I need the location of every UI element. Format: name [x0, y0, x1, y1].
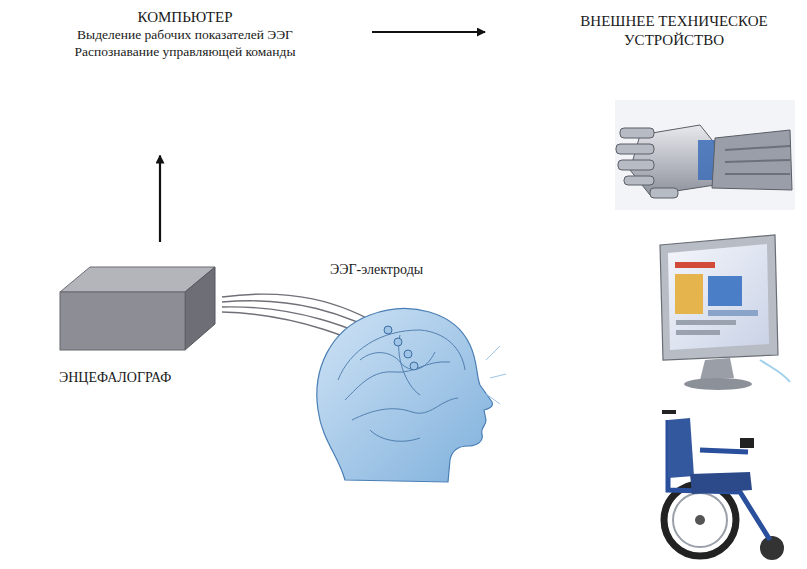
- node-heading: ЭНЦЕФАЛОГРАФ: [59, 369, 225, 387]
- node-heading: ВНЕШНЕЕ ТЕХНИЧЕСКОЕ УСТРОЙСТВО: [545, 12, 803, 50]
- computer-monitor: [660, 235, 790, 390]
- robotic-hand: [615, 100, 795, 210]
- box-side: [185, 267, 215, 350]
- head-figure: [317, 309, 506, 482]
- box-front: [60, 292, 185, 350]
- node-body: Распознавание управляющей команды: [20, 44, 350, 61]
- flow-arrow: [372, 31, 485, 33]
- encephalograph-box: ЭНЦЕФАЛОГРАФ: [55, 262, 225, 392]
- device-block: ВНЕШНЕЕ ТЕХНИЧЕСКОЕ УСТРОЙСТВО: [545, 12, 803, 50]
- wheelchair: [662, 412, 784, 560]
- flow-arrow: [159, 156, 161, 243]
- computer-block: КОМПЬЮТЕРВыделение рабочих показателей Э…: [20, 8, 350, 61]
- node-heading: КОМПЬЮТЕР: [20, 8, 350, 27]
- node-body: Выделение рабочих показателей ЭЭГ: [20, 27, 350, 44]
- electrode-label: ЭЭГ-электроды: [330, 262, 423, 278]
